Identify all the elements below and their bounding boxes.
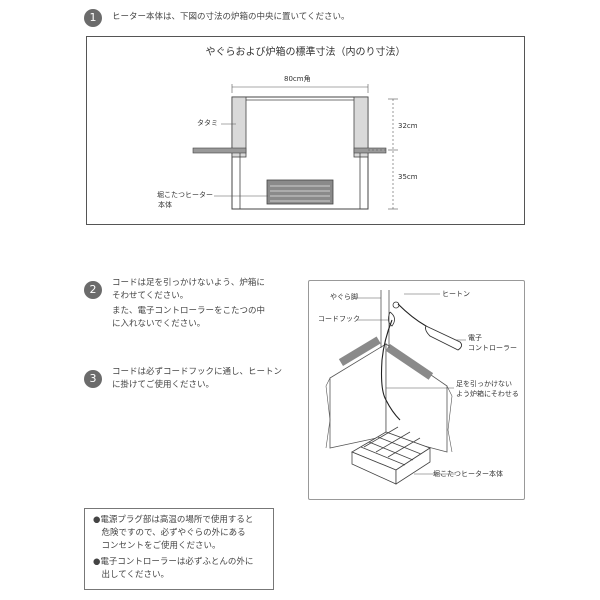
dimension-diagram-title: やぐらおよび炉箱の標準寸法（内のり寸法） — [205, 47, 406, 58]
height-upper-label: 32cm — [398, 122, 418, 130]
height-lower-label: 35cm — [398, 173, 418, 181]
cord-hook-label: コードフック — [318, 315, 360, 323]
heater-label-line1: 堀こたつヒーター — [157, 191, 213, 199]
caution-line-5: 出してください。 — [93, 570, 170, 580]
step-2-line-4: に入れないでください。 — [112, 319, 206, 329]
step-1-number: 1 — [84, 9, 102, 27]
heater-body-label: 堀こたつヒーター本体 — [433, 470, 503, 478]
cord-note-line2: よう炉箱にそわせる — [456, 390, 519, 398]
step-3-line-2: に掛けてご使用ください。 — [112, 380, 215, 390]
tatami-label: タタミ — [197, 119, 218, 127]
heaton-label: ヒートン — [442, 290, 470, 298]
step-3-number: 3 — [84, 370, 102, 388]
yagura-leg-label: やぐら脚 — [330, 293, 358, 301]
controller-label-line2: コントローラー — [468, 344, 517, 352]
caution-line-2: 危険ですので、必ずやぐらの外にある — [93, 528, 246, 538]
width-label: 80cm角 — [284, 75, 311, 83]
step-2-line-3: また、電子コントローラーをこたつの中 — [112, 306, 266, 316]
step-2-line-1: コードは足を引っかけないよう、炉箱に — [112, 278, 265, 288]
cord-note-line1: 足を引っかけない — [456, 380, 512, 388]
caution-line-3: コンセントをご使用ください。 — [93, 541, 221, 551]
step-2-number: 2 — [84, 281, 102, 299]
step-3-line-1: コードは必ずコードフックに通し、ヒートン — [112, 367, 283, 377]
caution-line-1: ●電源プラグ部は高温の場所で使用すると — [93, 515, 254, 525]
controller-label-line1: 電子 — [468, 334, 482, 342]
caution-notes-box — [84, 508, 274, 590]
heater-label-line2: 本体 — [158, 201, 172, 209]
step-2-line-2: そわせてください。 — [112, 291, 189, 301]
caution-line-4: ●電子コントローラーは必ずふとんの外に — [93, 557, 254, 567]
step-1-text: ヒーター本体は、下図の寸法の炉箱の中央に置いてください。 — [112, 12, 350, 22]
